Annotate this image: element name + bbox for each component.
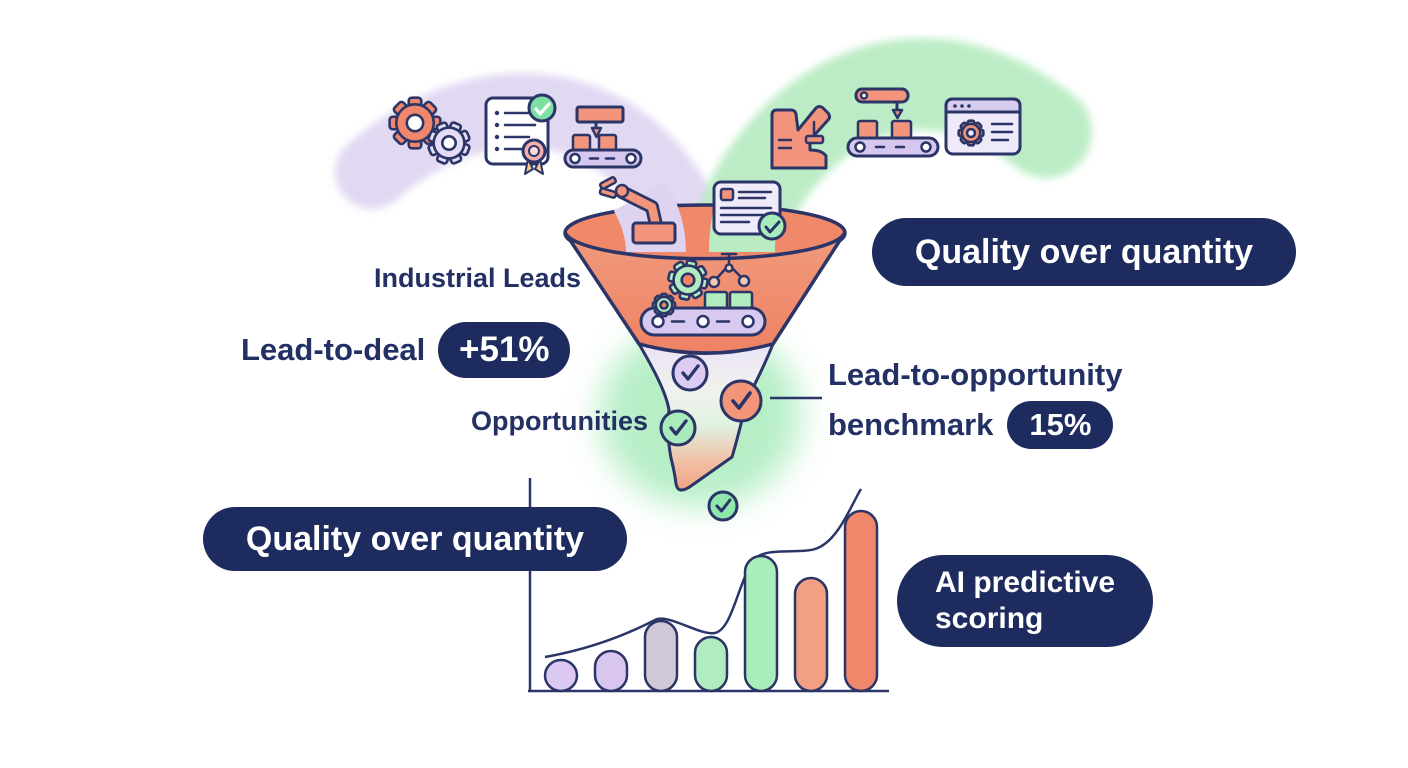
chart-bar — [693, 635, 729, 693]
approved-card-icon — [712, 180, 787, 241]
gear-icon — [957, 119, 985, 147]
trend-line-icon — [544, 488, 863, 659]
chart-bar — [743, 554, 779, 693]
certificate-checklist-icon — [484, 93, 557, 175]
check-circle-icon — [719, 379, 763, 423]
lead-to-opportunity-callout: Lead-to-opportunity benchmark 15% — [828, 357, 1122, 449]
label-opportunities: Opportunities — [471, 406, 648, 436]
check-circle-icon — [671, 354, 709, 392]
automation-conveyor-icon — [639, 290, 767, 337]
ai-predictive-scoring-badge: AI predictive scoring — [897, 555, 1153, 647]
chart-bar — [843, 509, 879, 693]
industrial-machine-icon — [770, 105, 831, 170]
gear-icon — [651, 292, 677, 318]
benchmark-value-badge: 15% — [1007, 401, 1114, 449]
ai-badge-line1: AI predictive — [935, 566, 1116, 599]
claw-branch-icon — [707, 252, 751, 289]
robot-arm-icon — [598, 176, 677, 245]
label-lead-to-deal: Lead-to-deal — [241, 332, 426, 367]
growth-chart — [528, 478, 889, 693]
quality-over-quantity-badge-bottom: Quality over quantity — [203, 507, 627, 571]
browser-gear-icon — [944, 97, 1022, 156]
check-circle-icon — [659, 409, 697, 447]
chart-bar — [793, 576, 829, 693]
quality-over-quantity-badge-top: Quality over quantity — [872, 218, 1296, 286]
label-industrial-leads: Industrial Leads — [374, 263, 582, 293]
label-benchmark: benchmark — [828, 407, 994, 442]
lead-to-deal-value-badge: +51% — [438, 322, 571, 378]
lead-to-deal-callout: Lead-to-deal +51% — [241, 322, 571, 378]
chart-bar — [593, 649, 629, 693]
robot-conveyor-icon — [846, 87, 940, 158]
chart-bar — [543, 658, 579, 693]
chart-bar — [643, 619, 679, 693]
check-circle-icon — [707, 490, 739, 522]
label-lead-to-opportunity: Lead-to-opportunity — [828, 357, 1123, 392]
press-conveyor-icon — [563, 105, 643, 169]
ai-badge-line2: scoring — [935, 602, 1044, 635]
chart-bars — [543, 509, 879, 693]
